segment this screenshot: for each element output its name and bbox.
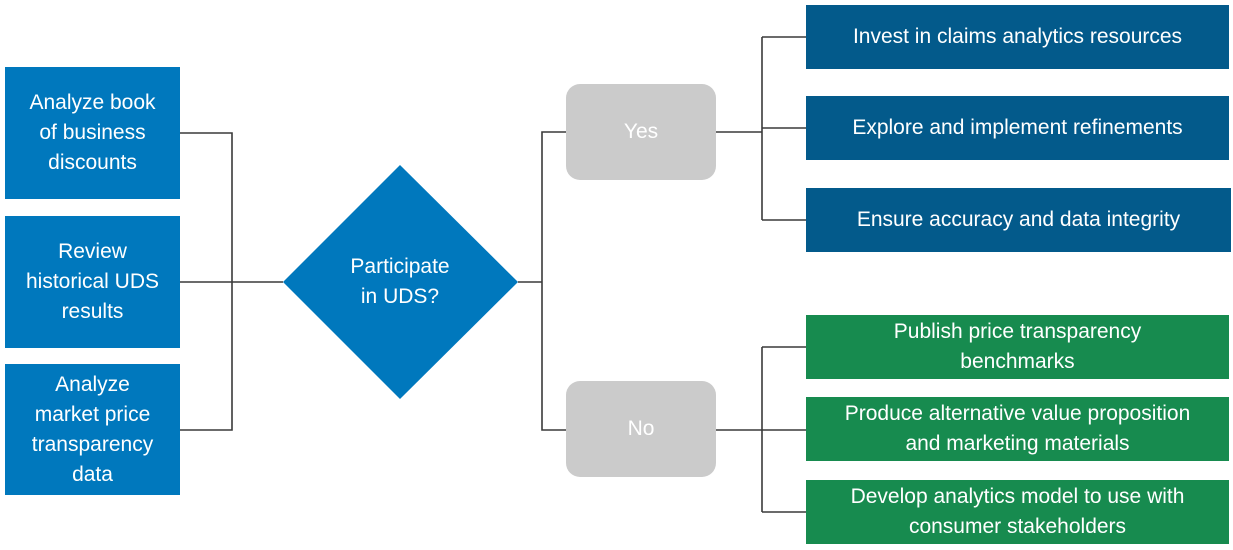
decision-diamond	[283, 165, 518, 399]
connector-to-yes	[541, 131, 566, 282]
input-box-market-transparency: Analyze market price transparency data	[5, 364, 180, 495]
connector-input-3	[180, 282, 233, 431]
connector-input-1	[180, 132, 233, 282]
no-action-analytics-model: Develop analytics model to use with cons…	[806, 480, 1229, 544]
choice-yes: Yes	[566, 84, 716, 180]
decision-label: Participate in UDS?	[350, 255, 450, 308]
input-box-analyze-discounts: Analyze book of business discounts	[5, 67, 180, 199]
no-action-publish-benchmarks: Publish price transparency benchmarks	[806, 315, 1229, 379]
yes-action-refinements: Explore and implement refinements	[806, 96, 1229, 160]
yes-action-data-integrity: Ensure accuracy and data integrity	[806, 188, 1231, 252]
choice-no: No	[566, 381, 716, 477]
yes-action-invest: Invest in claims analytics resources	[806, 5, 1229, 69]
input-box-review-uds: Review historical UDS results	[5, 216, 180, 348]
no-action-value-proposition: Produce alternative value proposition an…	[806, 397, 1229, 461]
connector-to-no	[541, 282, 566, 431]
